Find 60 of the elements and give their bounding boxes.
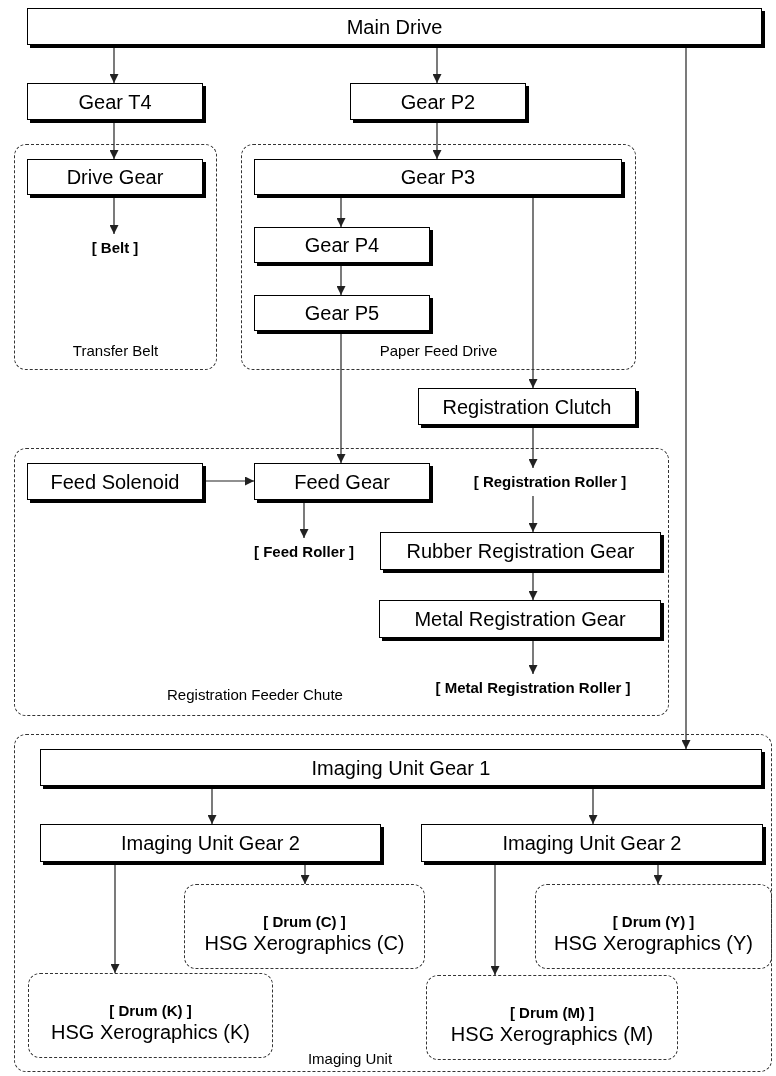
gear-box: Feed Gear [254, 463, 430, 500]
gear-box: Gear P5 [254, 295, 430, 331]
arrow [528, 572, 538, 601]
gear-box: Registration Clutch [418, 388, 636, 425]
gear-box: Rubber Registration Gear [380, 532, 661, 570]
arrow [432, 47, 442, 84]
gear-box: Imaging Unit Gear 2 [40, 824, 381, 862]
group-label: Registration Feeder Chute [166, 686, 344, 705]
group-label: Imaging Unit [306, 1050, 394, 1069]
part-label: [ Metal Registration Roller ] [404, 674, 662, 702]
dashed-group-box [241, 144, 636, 370]
arrow [432, 122, 442, 160]
group-label: Transfer Belt [71, 342, 160, 361]
arrow [109, 47, 119, 84]
drum-label: [ Drum (M) ] [509, 1003, 595, 1023]
arrow [490, 864, 500, 976]
arrow [681, 47, 691, 750]
unit-label: HSG Xerographics (Y) [554, 931, 753, 957]
arrow [110, 864, 120, 974]
arrow [528, 197, 538, 389]
arrow [528, 640, 538, 675]
dashed-group-box [14, 144, 217, 370]
arrow [336, 265, 346, 296]
dashed-group-box [426, 975, 678, 1060]
drum-label: [ Drum (K) ] [109, 1001, 192, 1021]
arrow [336, 333, 346, 464]
gear-box: Gear P3 [254, 159, 622, 195]
dashed-group-box [14, 448, 669, 716]
part-label: [ Feed Roller ] [234, 538, 374, 566]
drum-label: [ Drum (C) ] [263, 912, 346, 932]
arrow [299, 502, 309, 539]
arrow [207, 788, 217, 825]
arrow [300, 864, 310, 885]
gear-box: Drive Gear [27, 159, 203, 195]
gear-box: Gear P4 [254, 227, 430, 263]
gear-box: Gear T4 [27, 83, 203, 120]
dashed-group-box [14, 734, 772, 1072]
gear-box: Imaging Unit Gear 2 [421, 824, 763, 862]
unit-label: HSG Xerographics (K) [51, 1020, 250, 1046]
arrow [588, 788, 598, 825]
gear-box: Main Drive [27, 8, 762, 45]
dashed-group-box [28, 973, 273, 1058]
gear-box: Gear P2 [350, 83, 526, 120]
arrow [109, 197, 119, 235]
part-label: [ Registration Roller ] [452, 468, 648, 496]
part-label: [ Belt ] [60, 234, 170, 262]
unit-label: HSG Xerographics (C) [204, 931, 405, 957]
arrow [653, 864, 663, 885]
drum-label: [ Drum (Y) ] [612, 912, 695, 932]
unit-label: HSG Xerographics (M) [450, 1022, 654, 1048]
gear-box: Imaging Unit Gear 1 [40, 749, 762, 786]
group-label: Paper Feed Drive [378, 342, 499, 361]
gear-box: Feed Solenoid [27, 463, 203, 500]
dashed-group-box [184, 884, 425, 969]
arrow [336, 197, 346, 228]
arrow [528, 427, 538, 469]
arrow [109, 122, 119, 160]
gear-box: Metal Registration Gear [379, 600, 661, 638]
dashed-group-box [535, 884, 772, 969]
arrow [528, 495, 538, 533]
